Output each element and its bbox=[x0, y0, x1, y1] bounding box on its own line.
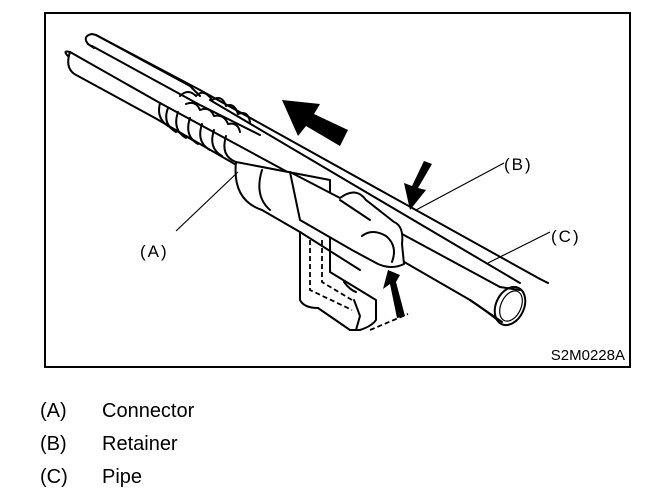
leader-line-c bbox=[487, 231, 551, 264]
pull-direction-arrow-icon bbox=[282, 100, 348, 146]
parts-legend: (A) Connector (B) Retainer (C) Pipe bbox=[40, 395, 194, 494]
callout-a: (A) bbox=[140, 242, 169, 261]
legend-key: (B) bbox=[40, 433, 67, 455]
legend-label: Retainer bbox=[102, 433, 178, 455]
press-down-arrow-icon bbox=[404, 161, 432, 210]
legend-item: (B) Retainer bbox=[40, 428, 194, 461]
pipe-assembly-drawing bbox=[64, 33, 549, 331]
legend-key: (A) bbox=[40, 400, 67, 422]
callout-c: (C) bbox=[551, 227, 581, 246]
legend-label: Pipe bbox=[102, 466, 143, 488]
leader-line-a bbox=[175, 171, 239, 232]
figure-frame bbox=[44, 12, 631, 368]
press-up-arrow-icon bbox=[383, 270, 405, 318]
connector-diagram: (A) (B) (C) S2M0228A bbox=[44, 12, 631, 368]
legend-label: Connector bbox=[102, 400, 195, 422]
figure-id: S2M0228A bbox=[551, 347, 625, 364]
legend-key: (C) bbox=[40, 466, 68, 488]
leader-line-b bbox=[415, 162, 505, 211]
legend-item: (A) Connector bbox=[40, 395, 194, 428]
legend-item: (C) Pipe bbox=[40, 461, 194, 494]
callout-b: (B) bbox=[504, 155, 533, 174]
